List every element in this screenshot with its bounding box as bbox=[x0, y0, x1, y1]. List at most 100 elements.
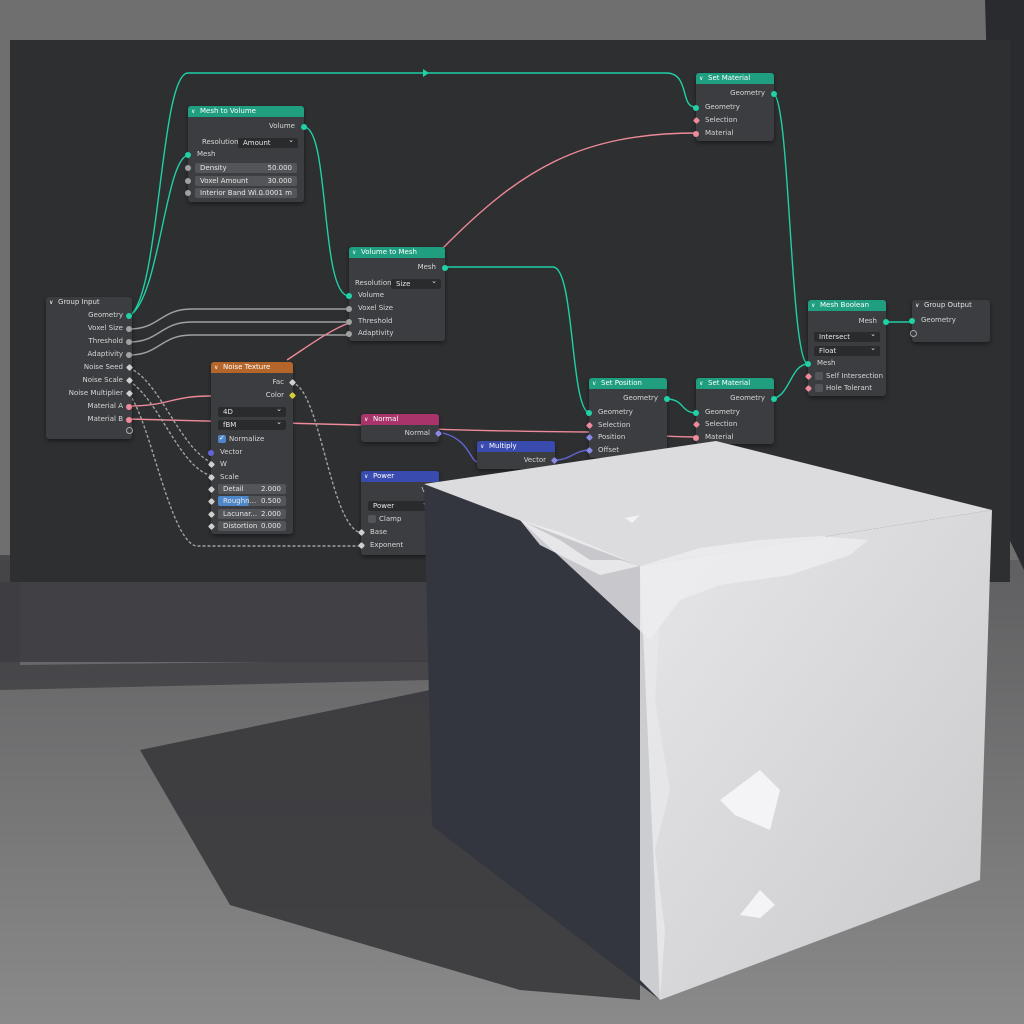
noise-type-select[interactable]: fBM bbox=[218, 417, 286, 430]
self-intersection-label: Self Intersection bbox=[826, 372, 884, 380]
input-geometry-label: Geometry bbox=[705, 103, 740, 111]
output-vector-label: Vector bbox=[523, 456, 546, 464]
mesh-to-volume-node[interactable]: Mesh to Volume Volume Resolution Amount … bbox=[185, 106, 307, 202]
socket-geometry-out[interactable] bbox=[664, 396, 670, 402]
socket-geometry-in[interactable] bbox=[693, 105, 699, 111]
boolean-operation-select[interactable]: Intersect bbox=[814, 329, 880, 342]
mesh-boolean-node[interactable]: Mesh Boolean Mesh Intersect Float Mesh S… bbox=[804, 300, 889, 396]
socket-volume-in[interactable] bbox=[346, 293, 352, 299]
resolution-select[interactable]: Size bbox=[391, 276, 441, 289]
socket-density-in[interactable] bbox=[185, 165, 191, 171]
input-geometry-label: Geometry bbox=[921, 316, 956, 324]
socket-geometry-in[interactable] bbox=[586, 410, 592, 416]
multiply-node[interactable]: Multiply Vector bbox=[477, 441, 559, 469]
socket-adaptivity-in[interactable] bbox=[346, 331, 352, 337]
power-node[interactable]: Power Va Power Clamp Base Exponent bbox=[357, 471, 439, 555]
self-intersection-check-box[interactable] bbox=[815, 372, 823, 380]
socket-geometry-out[interactable] bbox=[771, 91, 777, 97]
interior-band-width-field[interactable]: Interior Band Wi...0.0001 m bbox=[195, 188, 297, 198]
normal-node[interactable]: Normal Normal bbox=[361, 414, 443, 442]
socket-noise-multiplier[interactable] bbox=[125, 389, 134, 398]
socket-geometry[interactable] bbox=[126, 313, 132, 319]
socket-voxel-size[interactable] bbox=[126, 326, 132, 332]
lacunarity-field[interactable]: Lacunar...2.000 bbox=[218, 509, 286, 519]
socket-material-in[interactable] bbox=[693, 131, 699, 137]
voxel-amount-value: 30.000 bbox=[267, 177, 293, 185]
group-output-node[interactable]: Group Output Geometry bbox=[909, 300, 990, 342]
input-base-label: Base bbox=[370, 528, 388, 536]
boolean-solver-select[interactable]: Float bbox=[814, 343, 880, 356]
input-position-label: Position bbox=[598, 433, 626, 441]
output-value-label: Va bbox=[421, 486, 430, 494]
clamp-check-box[interactable] bbox=[368, 515, 376, 523]
hole-tolerant-checkbox[interactable]: Hole Tolerant bbox=[815, 383, 872, 393]
math-operation-select[interactable]: Power bbox=[368, 498, 432, 511]
output-volume-label: Volume bbox=[268, 122, 295, 130]
socket-empty[interactable] bbox=[126, 427, 133, 434]
socket-voxel-amount-in[interactable] bbox=[185, 178, 191, 184]
input-selection-label: Selection bbox=[705, 420, 738, 428]
socket-material-in[interactable] bbox=[693, 435, 699, 441]
input-mesh-label: Mesh bbox=[817, 359, 836, 367]
output-material-a-label: Material A bbox=[87, 402, 123, 410]
detail-label: Detail bbox=[223, 485, 244, 493]
normalize-checkbox[interactable]: Normalize bbox=[218, 433, 264, 444]
socket-noise-scale[interactable] bbox=[125, 376, 134, 385]
input-geometry-label: Geometry bbox=[705, 408, 740, 416]
set-position-node[interactable]: Set Position Geometry Geometry Selection… bbox=[585, 378, 670, 458]
clamp-checkbox[interactable]: Clamp bbox=[368, 514, 401, 524]
input-material-label: Material bbox=[705, 433, 734, 441]
power-title: Power bbox=[361, 471, 439, 482]
volume-to-mesh-node[interactable]: Volume to Mesh Mesh Resolution Size Volu… bbox=[346, 247, 448, 341]
input-geometry-label: Geometry bbox=[598, 408, 633, 416]
socket-volume-out[interactable] bbox=[301, 124, 307, 130]
noise-texture-node[interactable]: Noise Texture Fac Color 4D fBM Normalize… bbox=[207, 362, 297, 534]
socket-interior-band-in[interactable] bbox=[185, 190, 191, 196]
socket-geometry-in[interactable] bbox=[909, 318, 915, 324]
socket-mesh-out[interactable] bbox=[442, 265, 448, 271]
group-output-title: Group Output bbox=[912, 300, 990, 311]
socket-material-a[interactable] bbox=[126, 404, 132, 410]
socket-geometry-out[interactable] bbox=[771, 396, 777, 402]
normalize-check-box[interactable] bbox=[218, 433, 226, 443]
socket-mesh-out[interactable] bbox=[883, 319, 889, 325]
hole-tolerant-label: Hole Tolerant bbox=[826, 384, 872, 392]
socket-material-b[interactable] bbox=[126, 417, 132, 423]
density-value: 50.000 bbox=[267, 164, 293, 172]
socket-empty-in[interactable] bbox=[910, 330, 917, 337]
output-noise-multiplier-label: Noise Multiplier bbox=[68, 389, 123, 397]
output-mesh-label: Mesh bbox=[417, 263, 436, 271]
set-material-bottom-node[interactable]: Set Material Geometry Geometry Selection… bbox=[692, 378, 777, 444]
output-geometry-label: Geometry bbox=[623, 394, 658, 402]
resolution-label: Resolution bbox=[355, 279, 392, 287]
socket-adaptivity[interactable] bbox=[126, 352, 132, 358]
multiply-title: Multiply bbox=[477, 441, 555, 452]
input-offset-label: Offset bbox=[598, 446, 620, 454]
input-threshold-label: Threshold bbox=[358, 317, 393, 325]
socket-mesh-in[interactable] bbox=[185, 152, 191, 158]
input-scale-label: Scale bbox=[220, 473, 239, 481]
socket-threshold-in[interactable] bbox=[346, 319, 352, 325]
socket-voxel-size-in[interactable] bbox=[346, 306, 352, 312]
output-color-label: Color bbox=[265, 391, 284, 399]
resolution-select[interactable]: Amount bbox=[238, 135, 298, 148]
volume-to-mesh-title: Volume to Mesh bbox=[349, 247, 445, 258]
roughness-field[interactable]: Roughn...0.500 bbox=[218, 496, 286, 506]
socket-mesh-in[interactable] bbox=[805, 361, 811, 367]
output-mesh-label: Mesh bbox=[858, 317, 877, 325]
normal-title: Normal bbox=[361, 414, 439, 425]
socket-geometry-in[interactable] bbox=[693, 410, 699, 416]
hole-tolerant-check-box[interactable] bbox=[815, 384, 823, 392]
self-intersection-checkbox[interactable]: Self Intersection bbox=[815, 371, 883, 381]
socket-noise-seed[interactable] bbox=[125, 363, 134, 372]
dimensions-select[interactable]: 4D bbox=[218, 404, 286, 417]
socket-threshold[interactable] bbox=[126, 339, 132, 345]
node-links bbox=[128, 72, 913, 547]
set-material-top-node[interactable]: Set Material Geometry Geometry Selection… bbox=[692, 73, 777, 141]
group-input-node[interactable]: Group Input Geometry Voxel Size Threshol… bbox=[46, 297, 134, 439]
socket-vector-in[interactable] bbox=[208, 450, 214, 456]
